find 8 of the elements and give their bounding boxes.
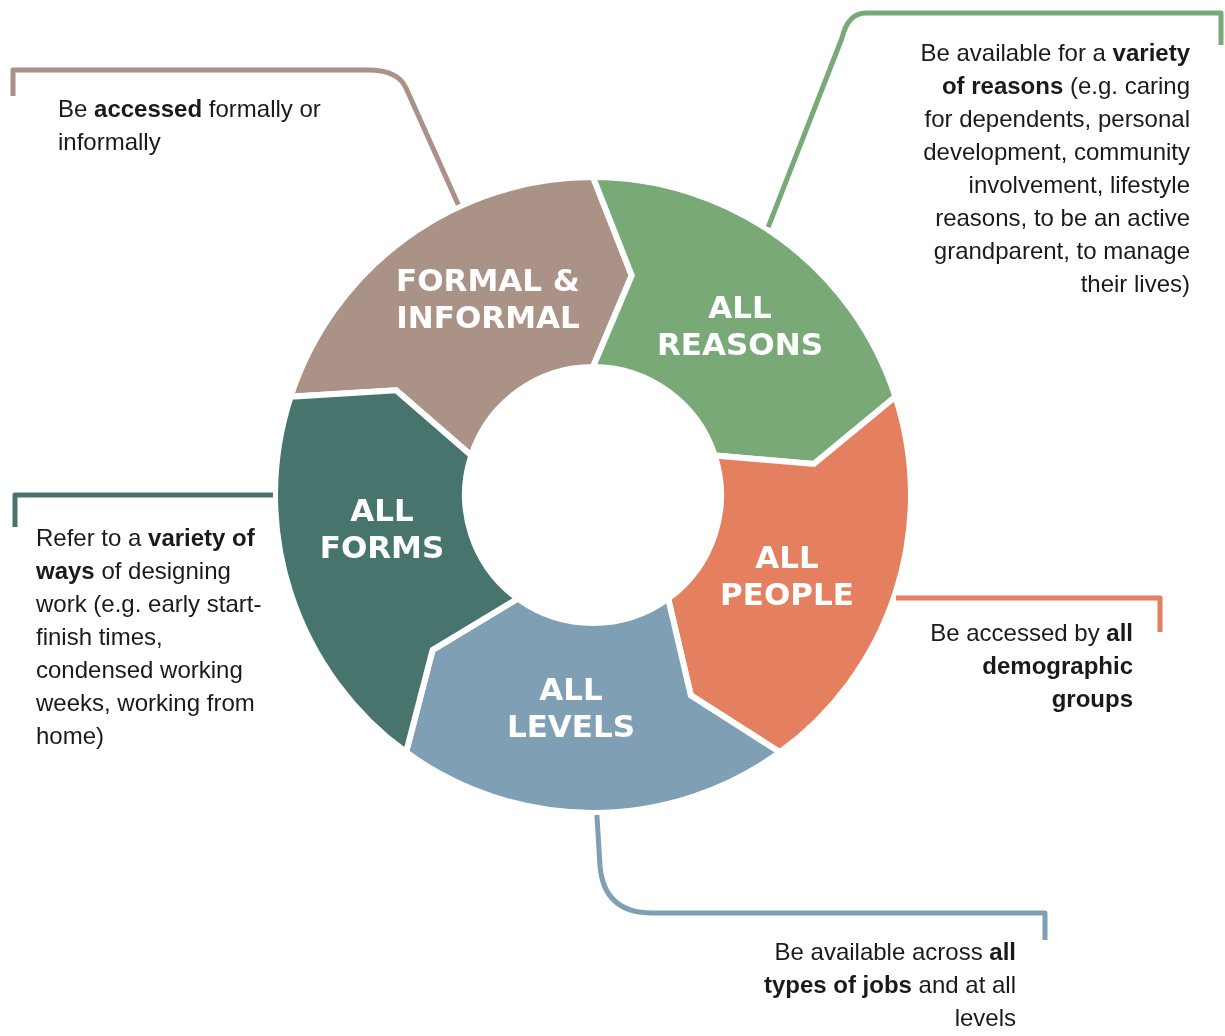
- callout-text: Be accessed formally or informally: [12, 72, 333, 158]
- leader-line: [895, 595, 1163, 632]
- callout-text: Be available across all types of jobs and at all levels: [760, 915, 1016, 1034]
- callout-text: Be available for a variety of reasons (e.g. caring for dependents, personal development, community involvement, lifestyle reasons, to be an active grandparent, to manage their lives): [915, 20, 1190, 300]
- leader-line: [12, 492, 273, 527]
- callout-text: Be accessed by all demographic groups: [900, 598, 1133, 715]
- callout-text: Refer to a variety of ways of designing work (e.g. early start- finish times, condensed working weeks, working from home): [15, 497, 271, 752]
- leader-line: [765, 10, 1224, 229]
